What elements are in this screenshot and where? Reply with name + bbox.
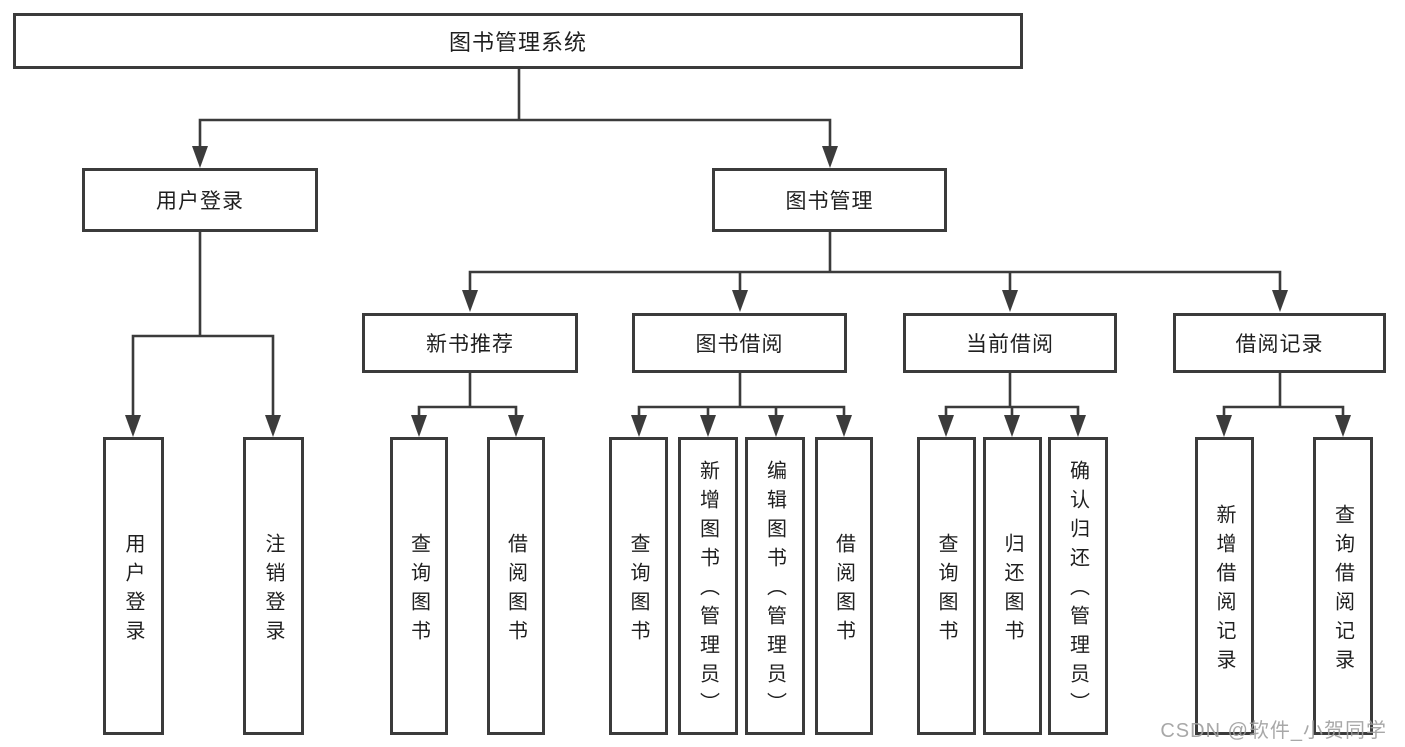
connector-user-login-to-leaves [125, 232, 281, 437]
node-label: 查询图书 [627, 532, 649, 649]
node-leaf-query-books-2: 查询图书 [609, 437, 668, 735]
node-leaf-return-book: 归还图书 [983, 437, 1042, 735]
node-label: 归还图书 [1001, 532, 1023, 649]
node-leaf-query-borrow-record: 查询借阅记录 [1313, 437, 1373, 735]
node-leaf-add-book-admin: 新增图书（管理员） [678, 437, 738, 735]
connector-book-borrow-to-leaves [631, 373, 852, 437]
node-label: 编辑图书（管理员） [763, 460, 786, 721]
node-leaf-user-login: 用户登录 [103, 437, 164, 735]
node-leaf-query-books-1: 查询图书 [390, 437, 448, 735]
node-leaf-query-books-3: 查询图书 [917, 437, 976, 735]
node-leaf-logout: 注销登录 [243, 437, 304, 735]
node-label: 借阅图书 [504, 532, 527, 649]
node-leaf-confirm-return-admin: 确认归还（管理员） [1048, 437, 1108, 735]
node-label: 查询图书 [407, 532, 430, 649]
node-label: 新增借阅记录 [1213, 503, 1235, 678]
connector-root-to-branches [192, 69, 838, 168]
connector-borrow-records-to-leaves [1216, 373, 1351, 437]
node-label: 借阅图书 [832, 532, 855, 649]
node-borrow-records: 借阅记录 [1173, 313, 1386, 373]
node-leaf-borrow-books-2: 借阅图书 [815, 437, 873, 735]
node-current-borrow: 当前借阅 [903, 313, 1117, 373]
connector-new-book-rec-to-leaves [411, 373, 524, 437]
node-label: 用户登录 [122, 532, 144, 649]
node-label: 新增图书（管理员） [696, 460, 719, 721]
connector-book-mgmt-to-groups [462, 232, 1288, 312]
node-label: 查询借阅记录 [1331, 503, 1354, 678]
node-label: 确认归还（管理员） [1066, 460, 1089, 721]
connector-current-borrow-to-leaves [938, 373, 1086, 437]
node-leaf-add-borrow-record: 新增借阅记录 [1195, 437, 1254, 735]
node-label: 查询图书 [935, 532, 957, 649]
node-leaf-edit-book-admin: 编辑图书（管理员） [745, 437, 805, 735]
node-book-mgmt-branch: 图书管理 [712, 168, 947, 232]
csdn-watermark: CSDN @软件_小贺同学 [1160, 720, 1387, 742]
node-new-book-recommend: 新书推荐 [362, 313, 578, 373]
node-book-borrow: 图书借阅 [632, 313, 847, 373]
node-root: 图书管理系统 [13, 13, 1023, 69]
node-label: 注销登录 [262, 532, 284, 649]
node-leaf-borrow-books-1: 借阅图书 [487, 437, 545, 735]
node-user-login-branch: 用户登录 [82, 168, 318, 232]
